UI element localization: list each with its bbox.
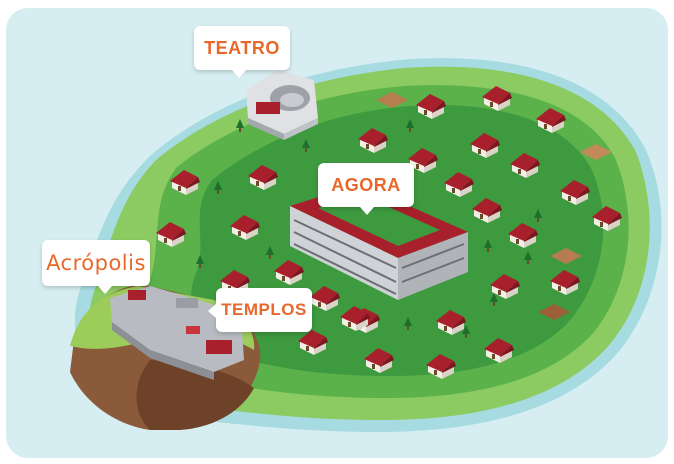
- tree: [236, 119, 244, 132]
- house: [470, 133, 500, 158]
- field-plot: [580, 144, 612, 160]
- trees-layer: [196, 119, 542, 338]
- label-acropolis: Acrópolis: [42, 240, 150, 294]
- house: [230, 215, 260, 240]
- house: [298, 330, 328, 355]
- house: [536, 108, 566, 133]
- house: [510, 153, 540, 178]
- tree: [196, 255, 204, 268]
- tree: [462, 325, 470, 338]
- house: [426, 354, 456, 379]
- house: [358, 128, 388, 153]
- theatre-building: [246, 70, 318, 140]
- house: [490, 274, 520, 299]
- tree: [490, 293, 498, 306]
- tree: [524, 251, 532, 264]
- house: [364, 348, 394, 373]
- acropolis-cliff-shade: [136, 360, 254, 430]
- acropolis-platform-side: [112, 322, 214, 380]
- house: [472, 198, 502, 223]
- house: [484, 338, 514, 363]
- house: [274, 260, 304, 285]
- house: [482, 86, 512, 111]
- fields-layer: [376, 92, 612, 320]
- tree: [406, 119, 414, 132]
- tree: [404, 317, 412, 330]
- house: [310, 286, 340, 311]
- house: [340, 306, 370, 331]
- tree: [302, 139, 310, 152]
- field-plot: [538, 304, 570, 320]
- tree: [266, 246, 274, 259]
- house: [408, 148, 438, 173]
- acropolis-temple-3: [206, 340, 232, 354]
- house: [416, 94, 446, 119]
- house: [156, 222, 186, 247]
- acropolis-temple-1: [128, 290, 146, 300]
- house: [444, 172, 474, 197]
- houses-layer: [156, 86, 622, 379]
- house: [248, 165, 278, 190]
- house: [550, 270, 580, 295]
- house: [436, 310, 466, 335]
- house: [592, 206, 622, 231]
- acropolis-temple-2: [176, 298, 198, 308]
- field-plot: [376, 92, 408, 108]
- label-templos: TEMPLOS: [208, 288, 312, 332]
- acropolis-temple-4: [186, 326, 200, 334]
- tree: [534, 209, 542, 222]
- label-agora: AGORA: [318, 163, 414, 215]
- tree: [214, 181, 222, 194]
- house: [560, 180, 590, 205]
- label-teatro: TEATRO: [194, 26, 290, 78]
- house: [508, 223, 538, 248]
- field-plot: [550, 248, 582, 264]
- tree: [484, 239, 492, 252]
- house: [170, 170, 200, 195]
